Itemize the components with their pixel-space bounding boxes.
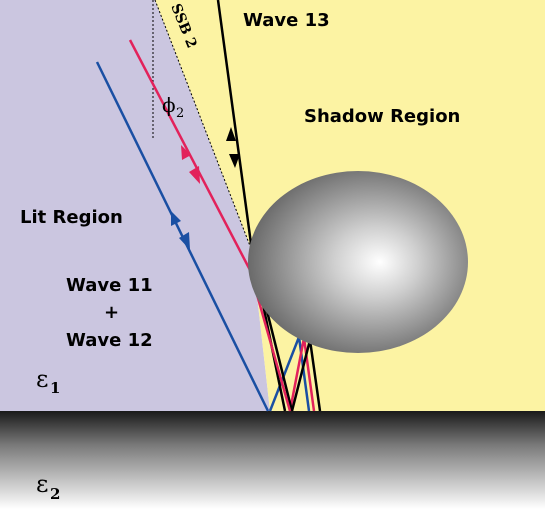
- epsilon-2-subscript: 2: [50, 485, 60, 503]
- shadow-region-label: Shadow Region: [304, 106, 460, 127]
- ground-medium: [0, 411, 545, 509]
- wave-blue-arrows: [171, 211, 190, 250]
- lit-region-label: Lit Region: [20, 207, 123, 228]
- wave-11-label: Wave 11: [66, 275, 153, 296]
- cylinder-scatterer: [248, 171, 468, 353]
- wave-13-label: Wave 13: [243, 10, 330, 31]
- phi-subscript: 2: [176, 106, 184, 121]
- epsilon-1-symbol: ε: [36, 365, 48, 393]
- epsilon-2-symbol: ε: [36, 470, 48, 498]
- epsilon-2-label: ε 2: [36, 470, 60, 503]
- epsilon-1-subscript: 1: [50, 379, 60, 397]
- phi-symbol: ϕ: [162, 93, 176, 117]
- wave-red-arrows: [181, 145, 200, 184]
- shadow-boundary-line: [154, 0, 253, 252]
- plus-label: +: [104, 302, 119, 323]
- lit-region-area: [0, 0, 270, 411]
- epsilon-1-label: ε 1: [36, 365, 60, 397]
- phi-label: ϕ 2: [162, 93, 184, 121]
- wave-12-label: Wave 12: [66, 330, 153, 351]
- wave-13-arrows: [226, 127, 240, 168]
